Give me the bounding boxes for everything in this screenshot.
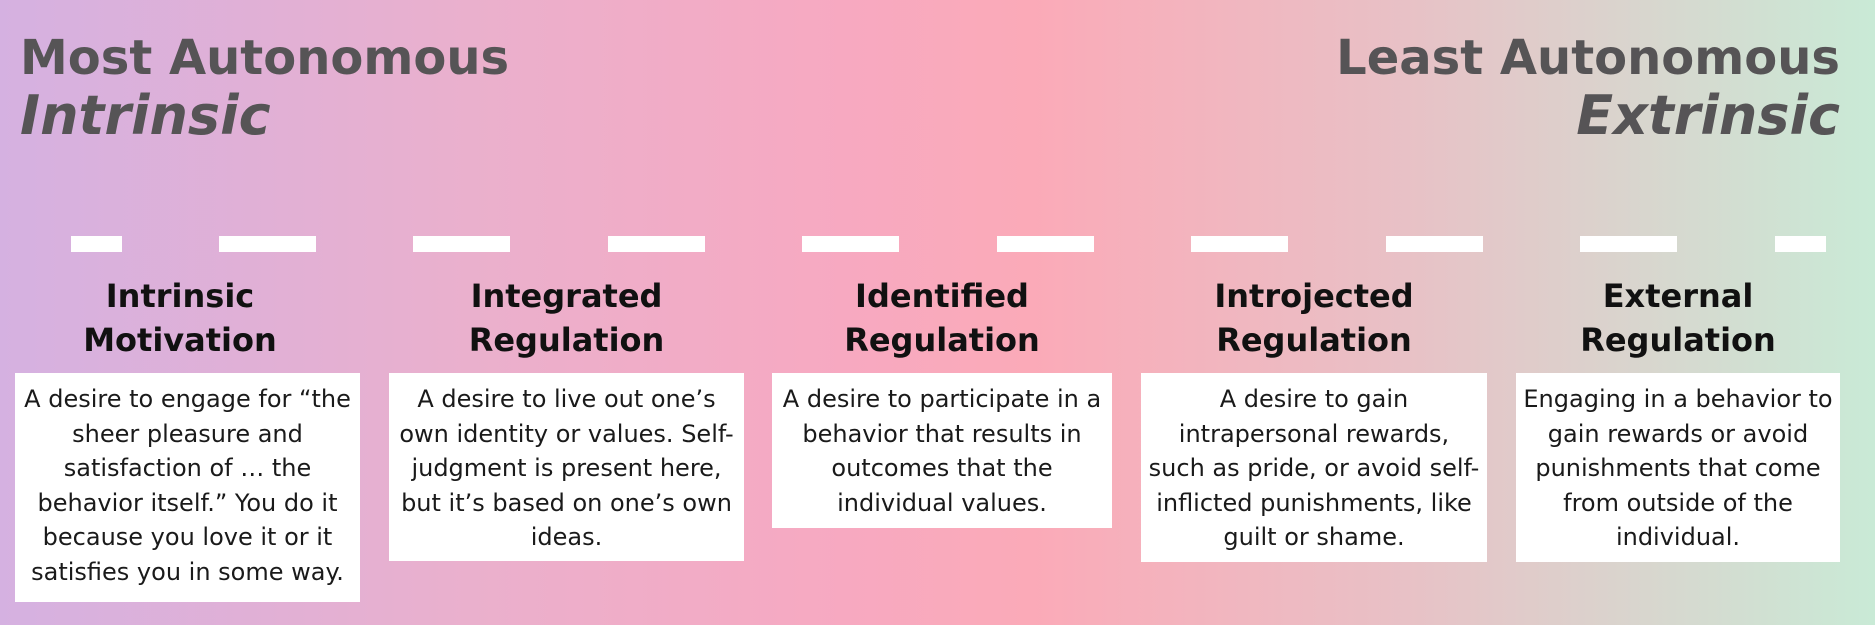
continuum-dash — [413, 236, 510, 252]
stage-description: Engaging in a behavior to gain rewards o… — [1523, 385, 1833, 551]
stage-title-line: Regulation — [1216, 321, 1412, 359]
continuum-dash — [608, 236, 705, 252]
stage-description: A desire to live out one’s own identity … — [399, 385, 734, 551]
continuum-dash — [1386, 236, 1483, 252]
stage-title-line: External — [1602, 277, 1754, 315]
continuum-dash — [802, 236, 899, 252]
stage-description: A desire to gain intrapersonal rewards, … — [1148, 385, 1480, 551]
stage-description-box: A desire to live out one’s own identity … — [389, 373, 744, 561]
stage-title-external-regulation: External Regulation — [1516, 274, 1840, 362]
stage-description: A desire to participate in a behavior th… — [782, 385, 1102, 517]
stage-description-box: Engaging in a behavior to gain rewards o… — [1516, 373, 1840, 562]
continuum-dash — [997, 236, 1094, 252]
least-autonomous-label: Least Autonomous — [1336, 30, 1840, 86]
stage-title-intrinsic-motivation: Intrinsic Motivation — [15, 274, 345, 362]
continuum-dash — [1191, 236, 1288, 252]
continuum-dash — [1580, 236, 1677, 252]
stage-title-line: Introjected — [1214, 277, 1414, 315]
stage-title-line: Regulation — [844, 321, 1040, 359]
stage-description: A desire to engage for “the sheer pleasu… — [24, 385, 351, 586]
stage-title-line: Regulation — [468, 321, 665, 359]
stage-description-box: A desire to gain intrapersonal rewards, … — [1141, 373, 1487, 562]
stage-title-line: Motivation — [83, 321, 277, 359]
stage-title-line: Regulation — [1580, 321, 1776, 359]
continuum-dash — [1775, 236, 1826, 252]
stage-title-line: Integrated — [470, 277, 663, 315]
most-autonomous-label: Most Autonomous — [20, 30, 510, 86]
stage-title-line: Identified — [855, 277, 1029, 315]
stage-description-box: A desire to engage for “the sheer pleasu… — [15, 373, 360, 602]
continuum-dash — [71, 236, 122, 252]
stage-title-identified-regulation: Identified Regulation — [772, 274, 1112, 362]
stage-title-introjected-regulation: Introjected Regulation — [1141, 274, 1487, 362]
most-autonomous-heading: Most Autonomous Intrinsic — [20, 30, 509, 148]
extrinsic-label: Extrinsic — [1576, 83, 1840, 147]
continuum-dash — [219, 236, 316, 252]
stage-title-line: Intrinsic — [105, 277, 255, 315]
intrinsic-label: Intrinsic — [20, 83, 271, 147]
stage-title-integrated-regulation: Integrated Regulation — [389, 274, 744, 362]
least-autonomous-heading: Least Autonomous Extrinsic — [1336, 30, 1840, 148]
stage-description-box: A desire to participate in a behavior th… — [772, 373, 1112, 528]
